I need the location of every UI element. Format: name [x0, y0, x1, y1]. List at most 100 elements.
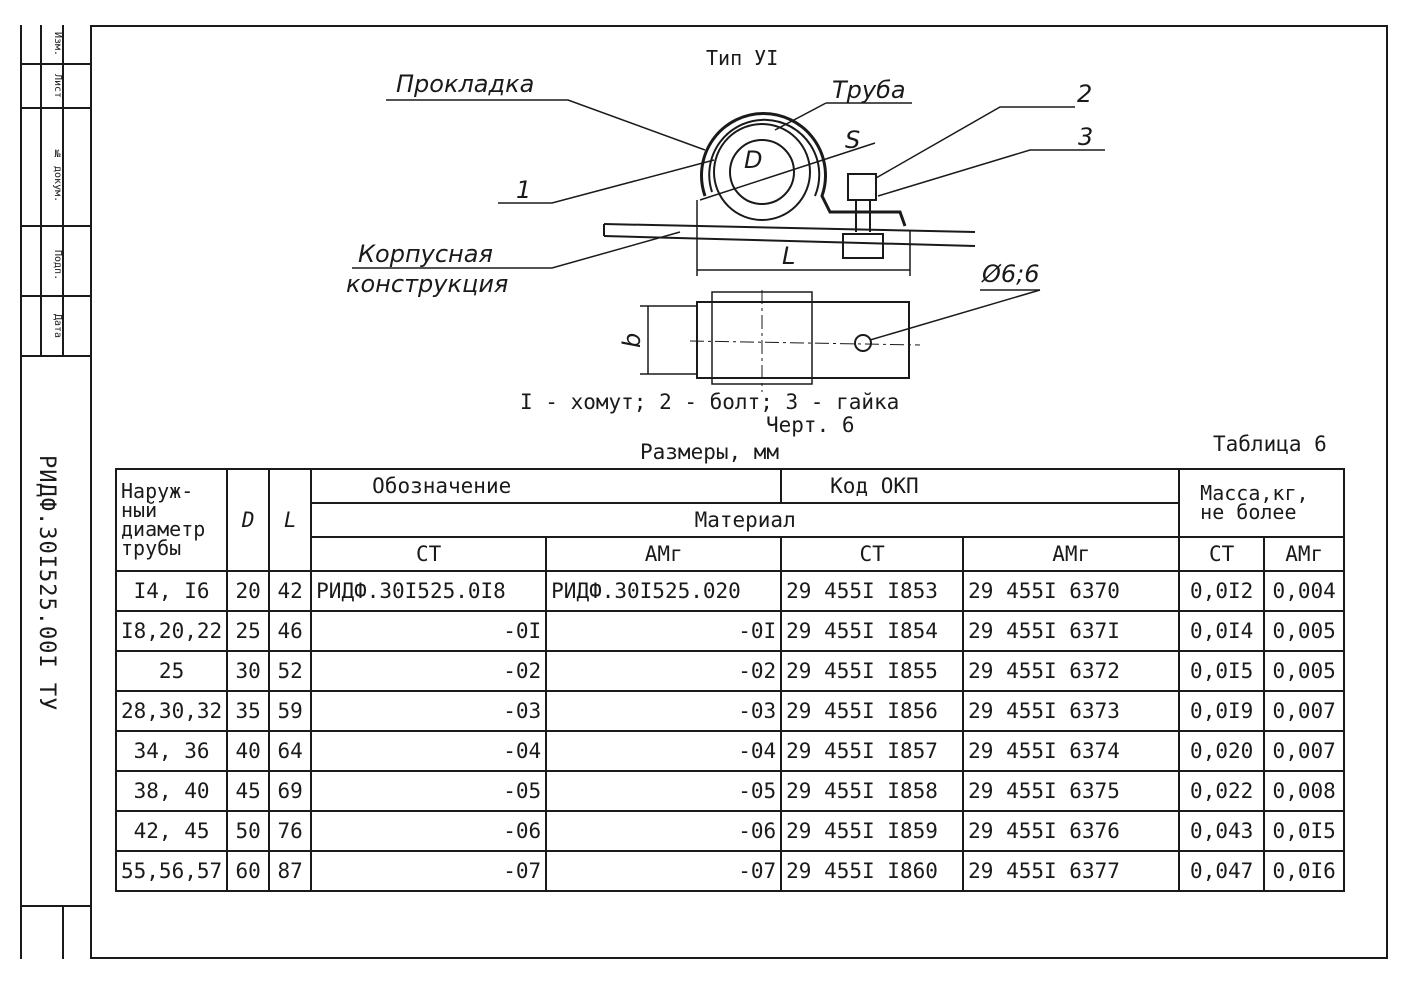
cell-des-amg: -0I	[545, 611, 783, 652]
cell-okp-amg: 29 455I 6377	[962, 851, 1181, 892]
label-structure-2: конструкция	[346, 270, 508, 298]
header-okp-amg: АМг	[962, 536, 1181, 572]
cell-okp-st: 29 455I I860	[780, 851, 965, 892]
cell-des-amg: -03	[545, 691, 783, 732]
sidebar-label-list: Лист	[52, 73, 63, 99]
cell-m-amg: 0,0I5	[1263, 811, 1346, 852]
cell-m-amg: 0,004	[1263, 571, 1346, 612]
cell-m-st: 0,0I5	[1178, 651, 1266, 692]
table-label: Таблица 6	[1213, 432, 1327, 456]
cell-okp-st: 29 455I I854	[780, 611, 965, 652]
revision-sidebar: Изм. Лист № докум. Подп. Дата	[20, 25, 90, 959]
cell-d: 28,30,32	[114, 691, 229, 732]
leader-s	[699, 142, 876, 201]
cell-d: 55,56,57	[114, 851, 229, 892]
plan-view-body	[696, 301, 910, 379]
cell-des-st: -02	[310, 651, 548, 692]
cell-des-amg: -05	[545, 771, 783, 812]
cell-okp-st: 29 455I I853	[780, 571, 965, 612]
leader-gasket	[386, 99, 706, 151]
cell-D: 40	[226, 731, 271, 772]
cell-m-amg: 0,007	[1263, 731, 1346, 772]
cell-m-st: 0,0I2	[1178, 571, 1266, 612]
document-code: РИДФ.30I525.00I ТУ	[34, 455, 59, 712]
sidebar-label-sign: Подп.	[52, 249, 63, 281]
sidebar-divider	[62, 25, 64, 355]
sidebar-rule	[20, 355, 90, 357]
centerline	[689, 340, 921, 346]
cell-okp-st: 29 455I I858	[780, 771, 965, 812]
cell-m-st: 0,043	[1178, 811, 1266, 852]
header-D: D	[226, 468, 271, 572]
pipe-inner	[729, 139, 795, 205]
leader-item1	[498, 159, 715, 204]
cell-L: 64	[268, 731, 313, 772]
cell-L: 46	[268, 611, 313, 652]
pipe-outer	[713, 123, 811, 221]
cell-okp-amg: 29 455I 6373	[962, 691, 1181, 732]
label-gasket: Прокладка	[396, 70, 534, 98]
header-diameter: Наруж- ный диаметр трубы	[114, 468, 229, 572]
label-pipe: Труба	[832, 76, 906, 104]
header-amg: АМг	[545, 536, 783, 572]
header-material: Материал	[310, 502, 1181, 538]
cell-m-st: 0,047	[1178, 851, 1266, 892]
label-b: b	[618, 333, 646, 348]
units-caption: Размеры, мм	[640, 440, 780, 464]
cell-L: 52	[268, 651, 313, 692]
label-item2: 2	[1077, 80, 1092, 108]
cell-okp-amg: 29 455I 6375	[962, 771, 1181, 812]
base-plate-top-edge	[603, 223, 976, 233]
cell-m-amg: 0,007	[1263, 691, 1346, 732]
cell-d: 34, 36	[114, 731, 229, 772]
cell-des-st: -04	[310, 731, 548, 772]
spec-table: Наруж- ный диаметр трубы D L Обозначение…	[114, 468, 1346, 892]
sidebar-divider	[62, 905, 64, 959]
cell-des-amg: -06	[545, 811, 783, 852]
cell-L: 69	[268, 771, 313, 812]
drawing-frame	[90, 25, 1388, 959]
leader-item3	[877, 149, 1105, 197]
cell-d: I8,20,22	[114, 611, 229, 652]
header-st: СТ	[310, 536, 548, 572]
cell-m-amg: 0,005	[1263, 651, 1346, 692]
header-mass-amg: АМг	[1263, 536, 1346, 572]
cell-okp-st: 29 455I I855	[780, 651, 965, 692]
clamp-strap	[700, 112, 907, 227]
label-s: S	[845, 126, 860, 154]
sidebar-rule	[20, 225, 90, 227]
cell-des-st: -03	[310, 691, 548, 732]
cell-des-st: -05	[310, 771, 548, 812]
cell-d: 42, 45	[114, 811, 229, 852]
label-D: D	[744, 146, 762, 174]
label-item1: 1	[516, 176, 531, 204]
cell-L: 42	[268, 571, 313, 612]
sidebar-label-izm: Изм.	[52, 31, 63, 57]
header-okp-st: СТ	[780, 536, 965, 572]
cell-D: 50	[226, 811, 271, 852]
label-hole: Ø6;6	[981, 260, 1040, 288]
sidebar-border-left	[20, 25, 22, 959]
cell-D: 35	[226, 691, 271, 732]
cell-L: 76	[268, 811, 313, 852]
drawing-legend: I - хомут; 2 - болт; 3 - гайка	[520, 390, 900, 414]
cell-m-amg: 0,005	[1263, 611, 1346, 652]
sidebar-rule	[20, 63, 90, 65]
cell-D: 45	[226, 771, 271, 812]
cell-des-amg: -07	[545, 851, 783, 892]
header-L: L	[268, 468, 313, 572]
base-plate-bottom-edge	[603, 235, 976, 247]
sidebar-rule	[20, 295, 90, 297]
label-item3: 3	[1078, 123, 1093, 151]
cell-okp-amg: 29 455I 6372	[962, 651, 1181, 692]
header-mass: Масса,кг, не более	[1178, 468, 1346, 538]
cell-des-amg: -04	[545, 731, 783, 772]
